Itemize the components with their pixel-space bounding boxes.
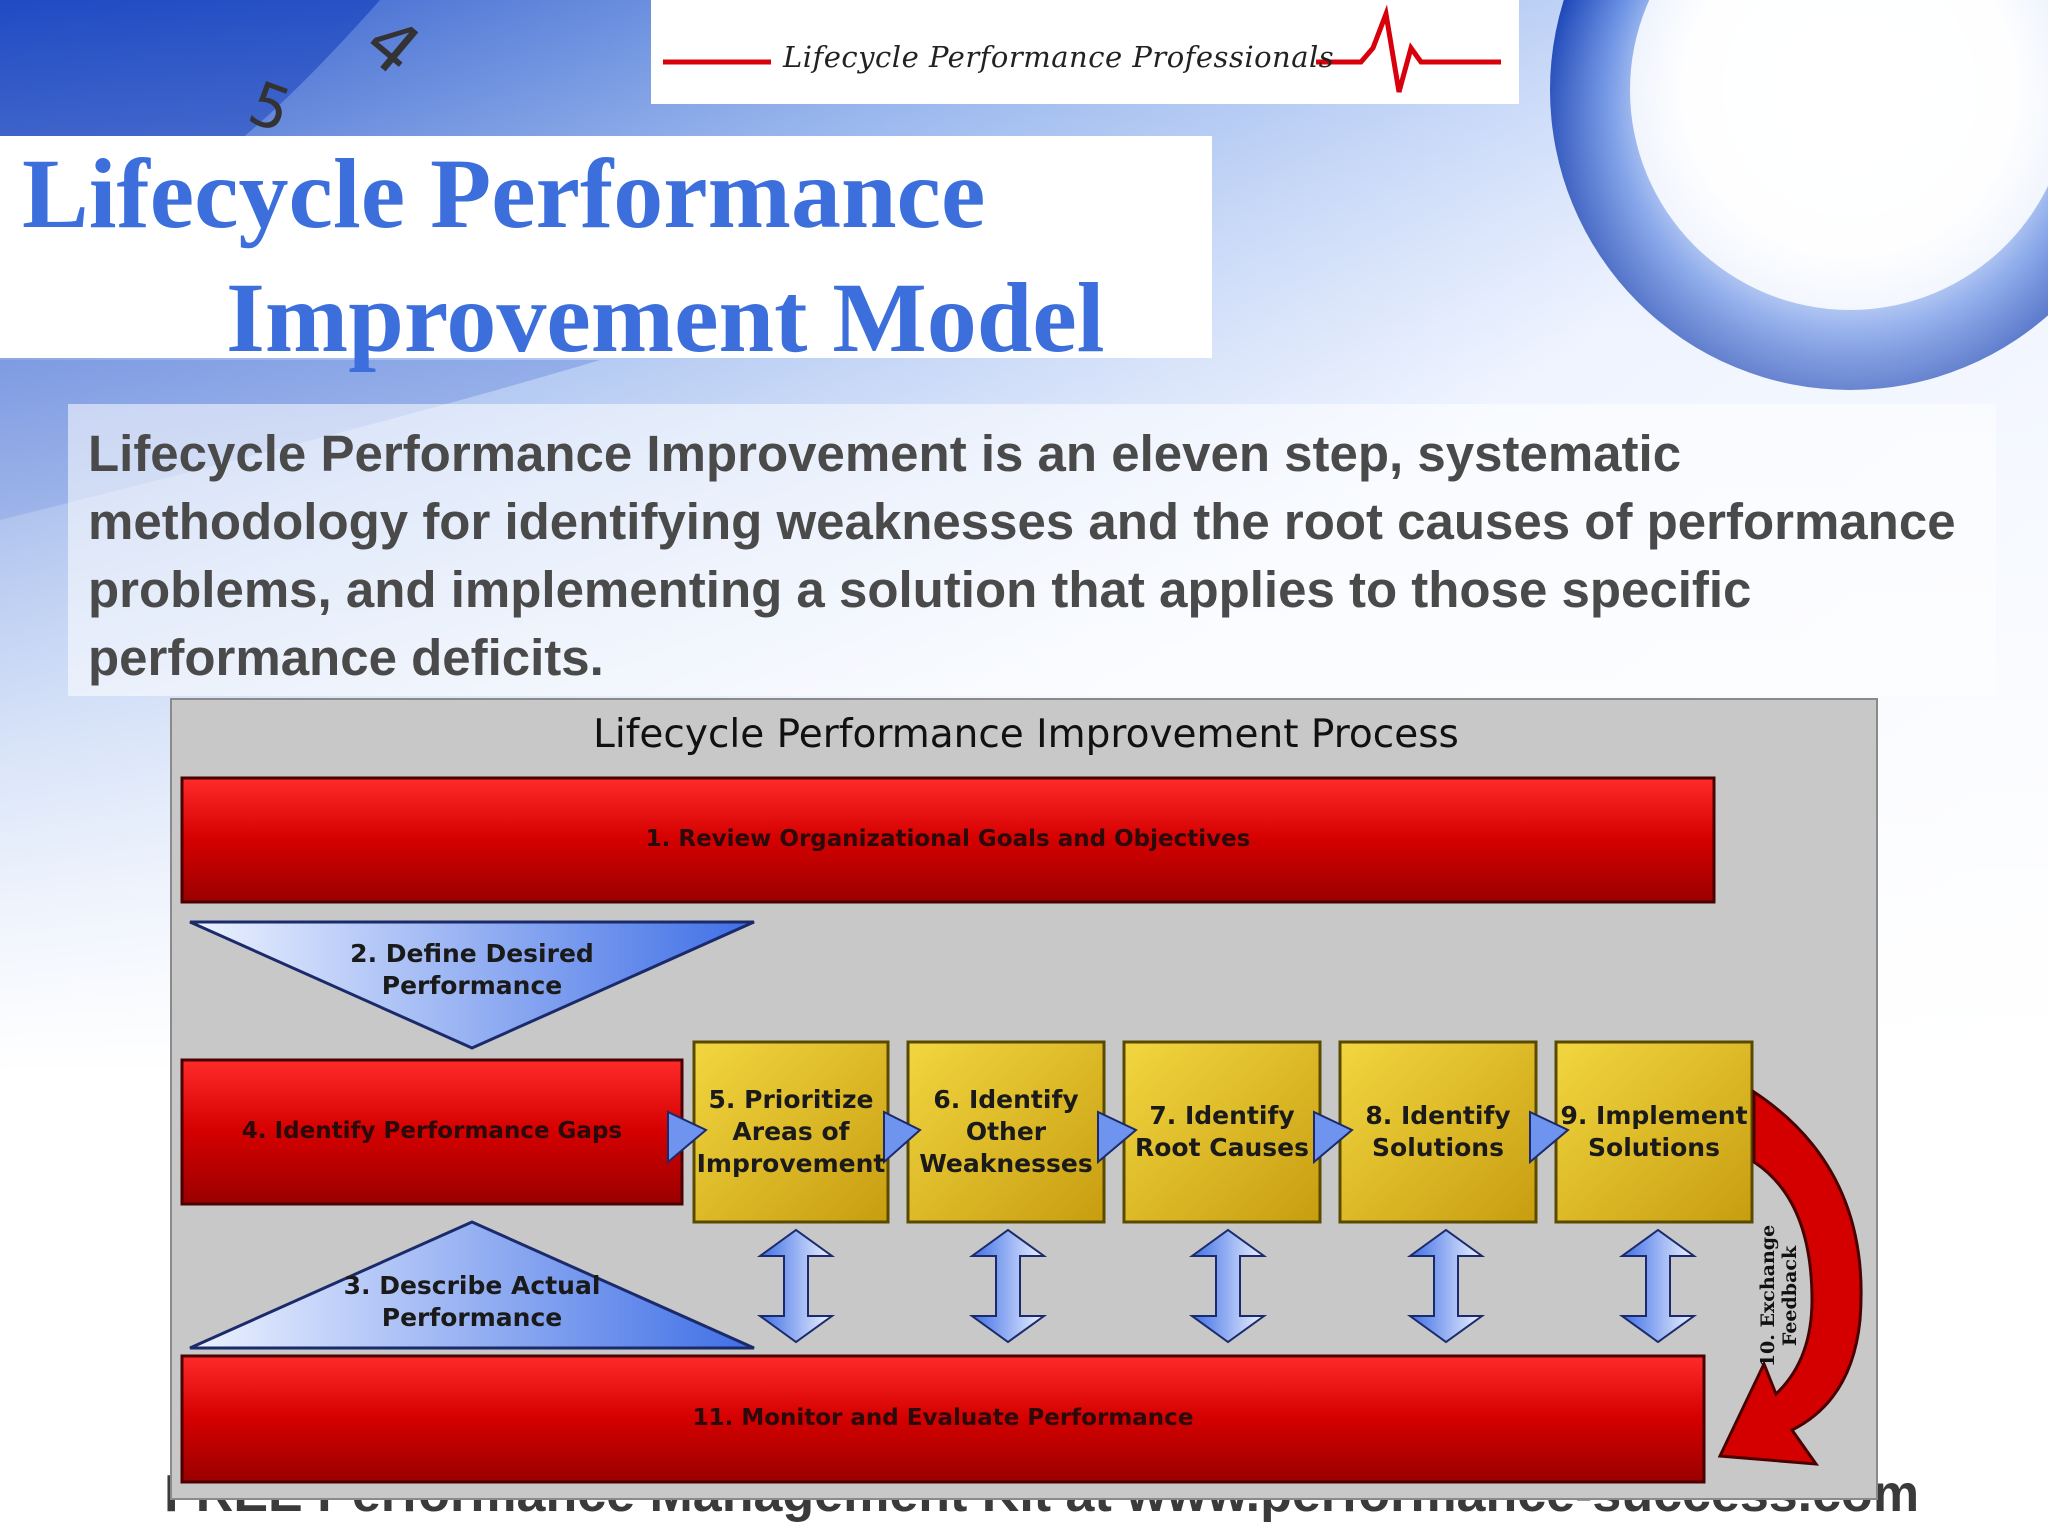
step-1-label: 1. Review Organizational Goals and Objec…	[645, 826, 1251, 852]
diagram-title: Lifecycle Performance Improvement Proces…	[593, 712, 1459, 757]
process-diagram: Lifecycle Performance Improvement Proces…	[170, 698, 1878, 1500]
page-title-line-2: Improvement Model	[226, 262, 1105, 373]
step-11-label: 11. Monitor and Evaluate Performance	[692, 1405, 1194, 1431]
flow-chevron	[1313, 1110, 1354, 1165]
step-2-triangle	[189, 920, 755, 1050]
page-title-line-1: Lifecycle Performance	[22, 138, 986, 249]
step-5-box	[692, 1040, 890, 1224]
step-9-box	[1554, 1040, 1754, 1224]
step-11-bar	[180, 1354, 1706, 1484]
logo-text: Lifecycle Performance Professionals	[783, 40, 1335, 74]
flow-chevron	[1097, 1110, 1138, 1165]
step-4-label: 4. Identify Performance Gaps	[241, 1118, 623, 1144]
step-4-bar	[180, 1058, 684, 1206]
step-7-box	[1122, 1040, 1322, 1224]
flow-chevron	[1529, 1110, 1570, 1165]
feedback-return-arrow-icon	[1717, 1089, 1863, 1466]
heartbeat-logo-icon	[663, 4, 1501, 93]
diagram-shapes	[180, 776, 1863, 1484]
title-box	[0, 136, 1212, 358]
step-1-bar	[180, 776, 1716, 904]
flow-chevron	[667, 1110, 708, 1165]
step-8-box	[1338, 1040, 1538, 1224]
description-panel	[68, 404, 1996, 696]
logo-banner: Lifecycle Performance Professionals	[651, 0, 1519, 104]
description-text: Lifecycle Performance Improvement is an …	[88, 425, 1956, 686]
flow-chevron	[883, 1110, 922, 1165]
double-arrow-icon	[756, 1228, 1698, 1344]
step-3-triangle	[189, 1220, 755, 1350]
